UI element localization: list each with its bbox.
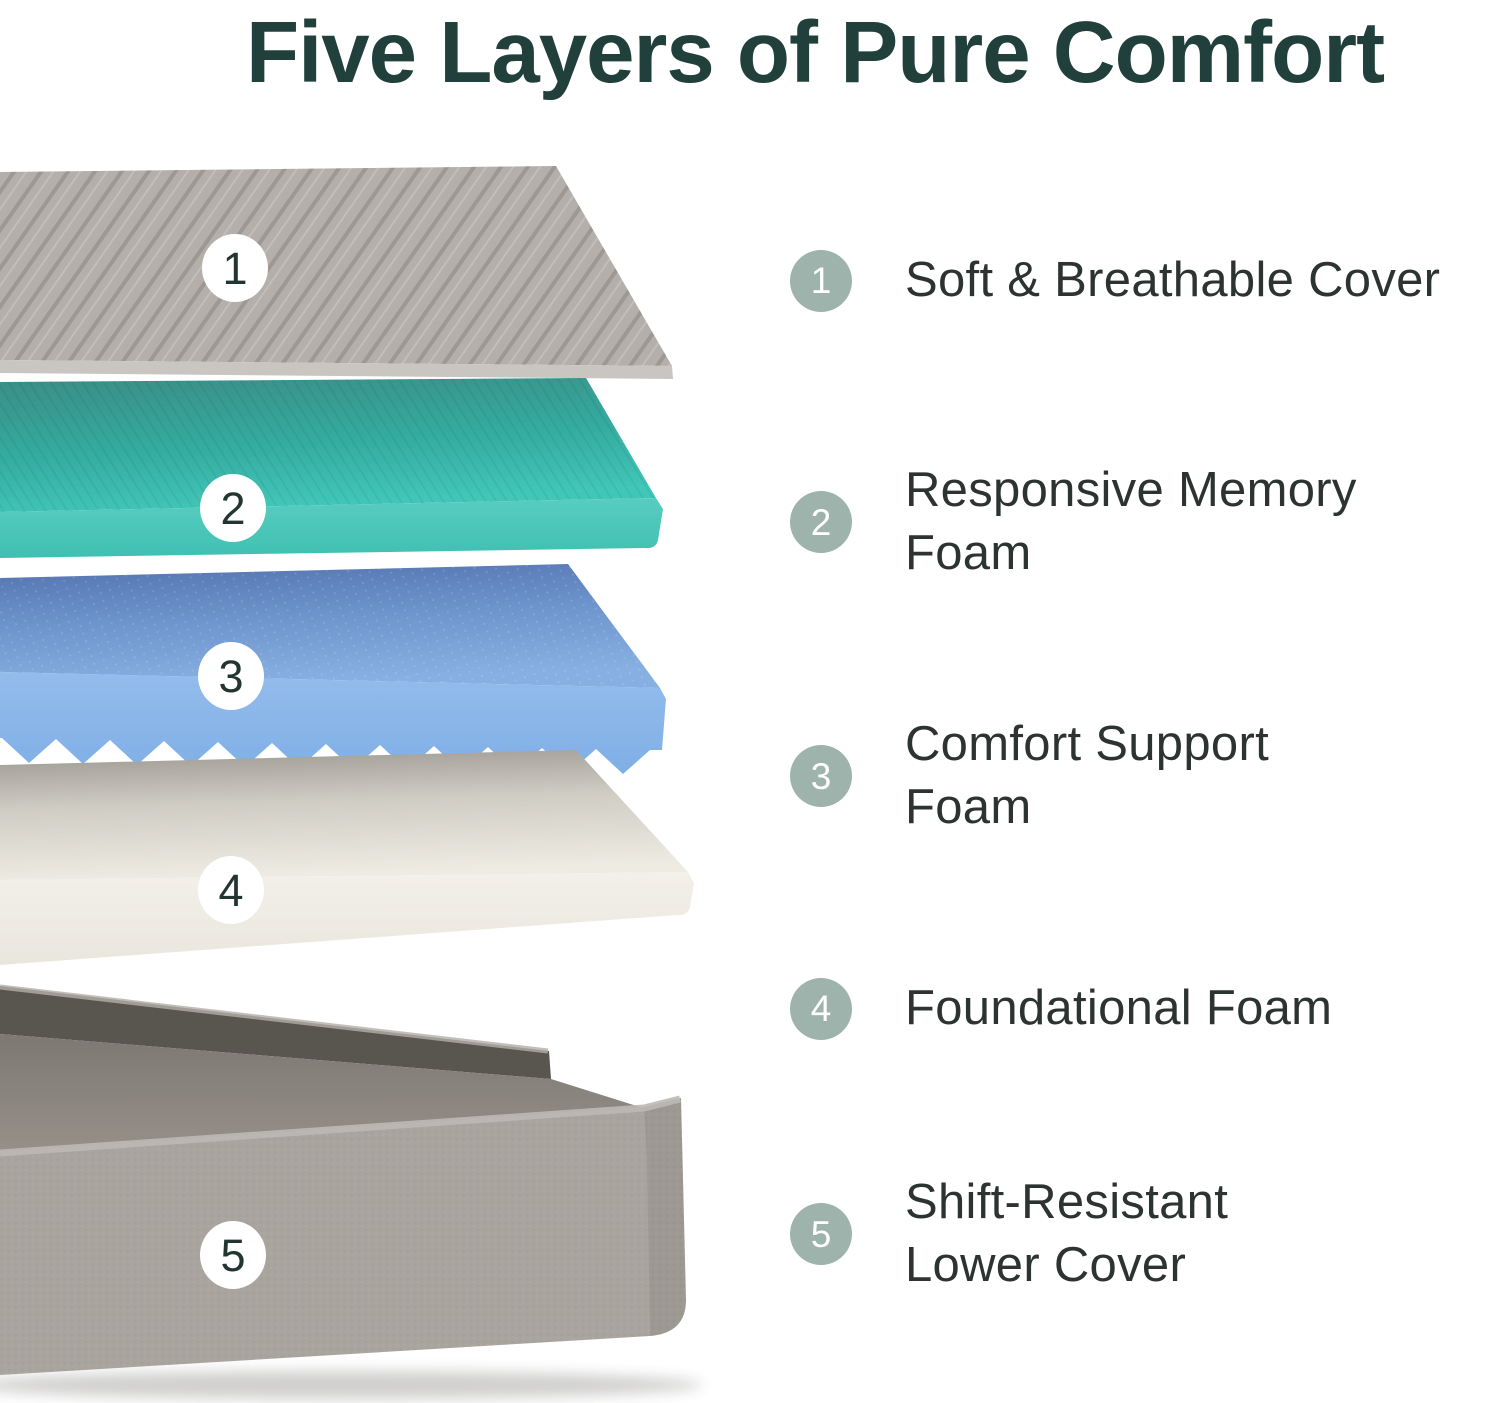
legend-item-1: 1 Soft & Breathable Cover <box>790 249 1440 312</box>
legend-badge-number: 3 <box>810 755 832 797</box>
layer-graphic-memory-foam <box>0 378 663 558</box>
legend-badge-number: 5 <box>810 1213 832 1255</box>
legend-label-line: Foam <box>905 526 1032 580</box>
layer-graphic-support-foam <box>0 564 666 774</box>
badge-circle <box>198 642 264 710</box>
diagram-badge-3: 3 <box>198 642 264 710</box>
box-interior-back-wall <box>0 986 551 1079</box>
badge-number: 5 <box>220 1230 245 1281</box>
box-interior-floor <box>0 1034 643 1154</box>
legend-item-4: 4 Foundational Foam <box>790 977 1332 1040</box>
badge-number: 2 <box>220 483 245 534</box>
box-back-rim-highlight <box>0 984 549 1054</box>
legend-badge-4: 4 <box>790 977 852 1040</box>
legend-item-2: 2 Responsive Memory Foam <box>790 459 1357 585</box>
diagram-badge-1: 1 <box>202 234 268 302</box>
layer-graphic-lower-cover <box>0 984 703 1399</box>
legend-badge-number: 1 <box>810 260 832 301</box>
box-front-rim-highlight <box>0 1095 681 1157</box>
legend-badge-number: 4 <box>810 988 832 1029</box>
diagram-badge-5: 5 <box>200 1221 266 1289</box>
box-right-wall-shade <box>644 1098 686 1336</box>
mattress-layers-diagram: 1 2 3 4 5 <box>0 166 703 1399</box>
box-fabric-texture <box>0 1098 686 1375</box>
legend-item-5: 5 Shift-Resistant Lower Cover <box>790 1171 1228 1297</box>
legend-badge-number: 2 <box>810 501 832 543</box>
legend-badge-2: 2 <box>790 491 852 553</box>
cover-quilt-texture <box>0 166 672 366</box>
layer-graphic-foundation-foam <box>0 750 694 965</box>
legend-label-5: Shift-Resistant Lower Cover <box>905 1171 1228 1297</box>
legend-badge-3: 3 <box>790 745 852 807</box>
legend-label-2: Responsive Memory Foam <box>905 459 1357 585</box>
memory-foam-front-face <box>0 498 663 558</box>
legend-badge-5: 5 <box>790 1203 852 1265</box>
badge-circle <box>202 234 268 302</box>
legend-label-line: Lower Cover <box>905 1238 1187 1292</box>
legend-label-1: Soft & Breathable Cover <box>905 249 1440 312</box>
foundation-foam-front-face <box>0 872 694 965</box>
support-foam-front-face-zigzag <box>0 672 666 774</box>
box-ground-shadow <box>0 1371 703 1399</box>
legend-label-line: Foam <box>905 780 1032 834</box>
legend-label-line: Responsive Memory <box>905 463 1357 517</box>
badge-number: 3 <box>218 651 243 702</box>
badge-circle <box>198 856 264 924</box>
badge-circle <box>200 1221 266 1289</box>
memory-foam-texture <box>0 378 656 512</box>
legend-label-line: Comfort Support <box>905 717 1269 771</box>
badge-circle <box>200 474 266 542</box>
support-foam-texture <box>0 564 660 688</box>
legend-badge-1: 1 <box>790 249 852 312</box>
badge-number: 1 <box>222 243 247 294</box>
cover-bottom-edge <box>0 360 673 379</box>
diagram-badge-4: 4 <box>198 856 264 924</box>
legend-label-line: Shift-Resistant <box>905 1175 1229 1229</box>
legend-label-line: Foundational Foam <box>905 981 1333 1035</box>
foundation-foam-top-surface <box>0 750 688 880</box>
layer-graphic-cover <box>0 166 673 379</box>
legend-item-3: 3 Comfort Support Foam <box>790 713 1269 839</box>
legend-label-3: Comfort Support Foam <box>905 713 1269 839</box>
legend-label-line: Soft & Breathable Cover <box>905 253 1441 307</box>
diagram-badge-2: 2 <box>200 474 266 542</box>
legend-label-4: Foundational Foam <box>905 977 1332 1040</box>
badge-number: 4 <box>218 865 243 916</box>
page-title: Five Layers of Pure Comfort <box>245 4 1385 101</box>
